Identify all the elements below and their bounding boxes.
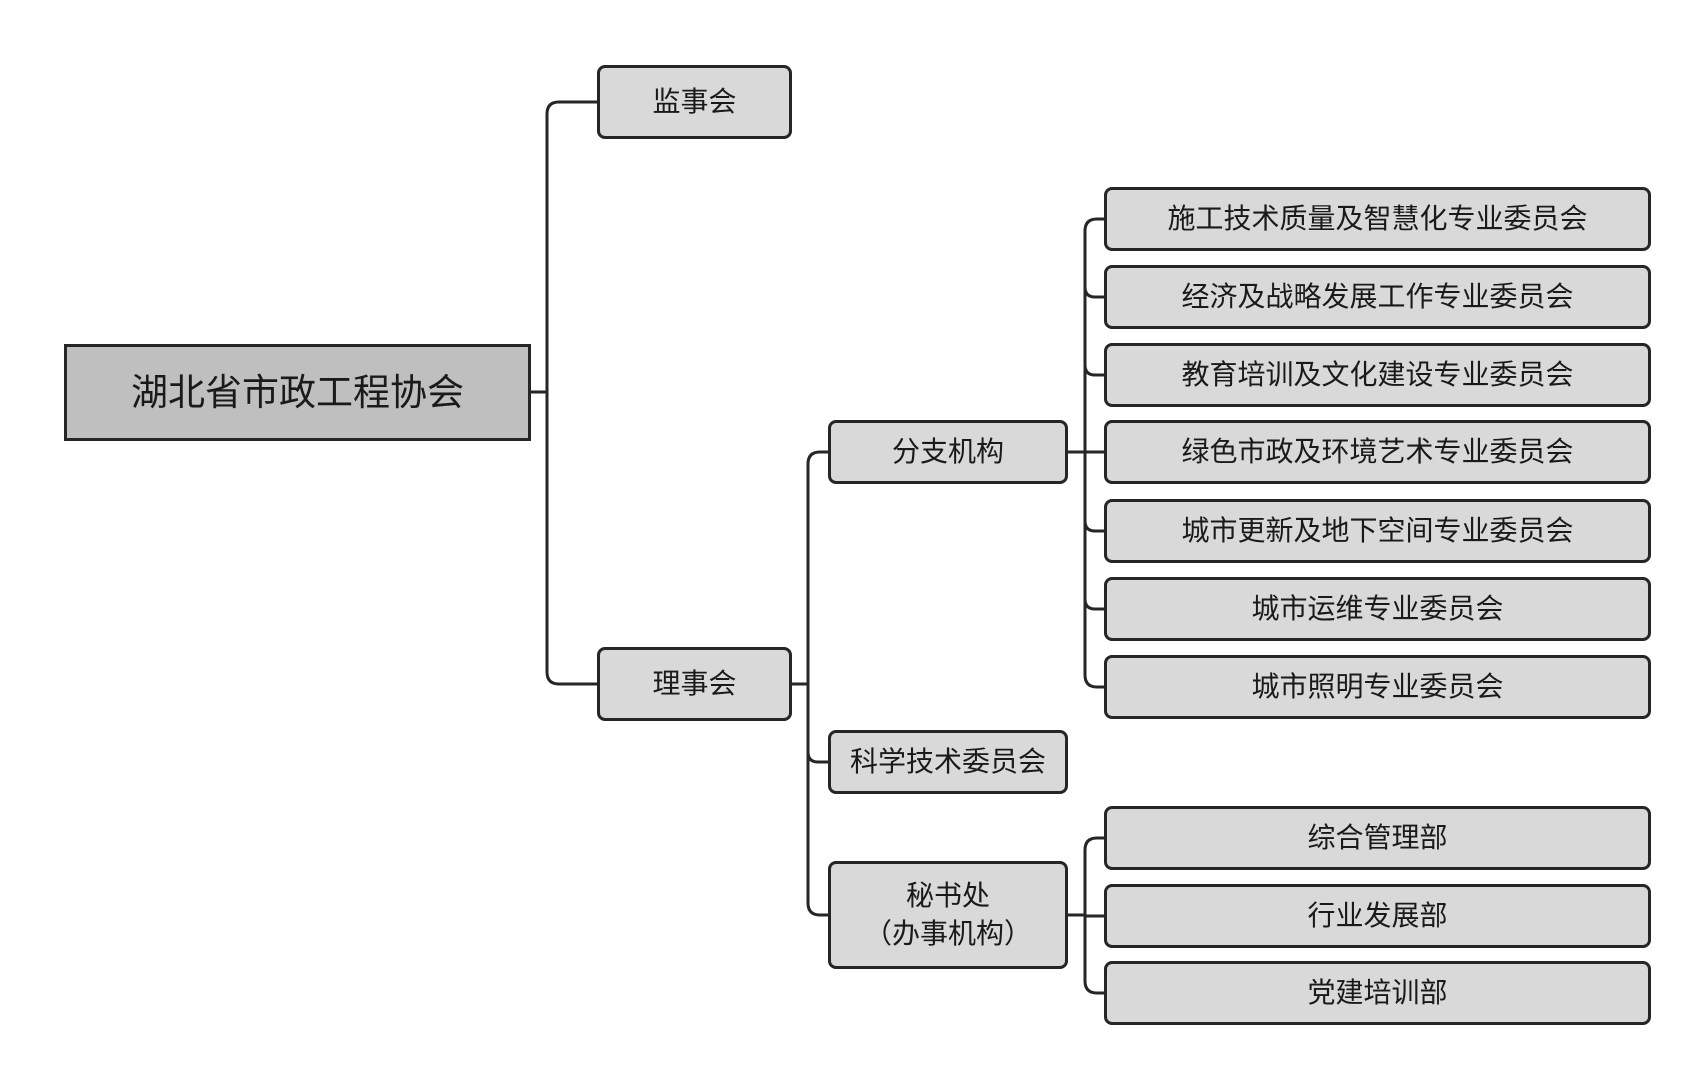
secretariat-node: 秘书处 （办事机构） bbox=[828, 861, 1068, 969]
secretariat-label-line1: 秘书处 bbox=[905, 879, 990, 913]
council-node: 理事会 bbox=[597, 647, 792, 721]
branch-committee-node: 城市照明专业委员会 bbox=[1104, 655, 1651, 719]
root-node: 湖北省市政工程协会 bbox=[64, 344, 531, 441]
branch-committee-label: 城市更新及地下空间专业委员会 bbox=[1181, 514, 1574, 548]
branch-committee-label: 施工技术质量及智慧化专业委员会 bbox=[1167, 202, 1588, 236]
secretariat-department-label: 行业发展部 bbox=[1307, 899, 1448, 933]
secretariat-department-node: 行业发展部 bbox=[1104, 884, 1651, 948]
secretariat-label-line2: （办事机构） bbox=[863, 917, 1032, 950]
branch-committee-node: 经济及战略发展工作专业委员会 bbox=[1104, 265, 1651, 329]
branch-committee-label: 绿色市政及环境艺术专业委员会 bbox=[1181, 435, 1574, 469]
branches-node: 分支机构 bbox=[828, 420, 1068, 484]
branch-committee-node: 城市运维专业委员会 bbox=[1104, 577, 1651, 641]
branch-committee-node: 绿色市政及环境艺术专业委员会 bbox=[1104, 420, 1651, 484]
connector-root-trunk bbox=[545, 100, 599, 686]
branch-committee-label: 经济及战略发展工作专业委员会 bbox=[1181, 280, 1574, 314]
branch-committee-label: 城市运维专业委员会 bbox=[1251, 592, 1504, 626]
branch-committee-label: 城市照明专业委员会 bbox=[1251, 670, 1504, 704]
secretariat-department-label: 综合管理部 bbox=[1307, 821, 1448, 855]
connector-branches-tee bbox=[1083, 363, 1106, 377]
science-committee-node: 科学技术委员会 bbox=[828, 730, 1068, 794]
branches-label: 分支机构 bbox=[891, 435, 1004, 469]
branch-committee-node: 教育培训及文化建设专业委员会 bbox=[1104, 343, 1651, 407]
branch-committee-label: 教育培训及文化建设专业委员会 bbox=[1181, 358, 1574, 392]
connector-branches-tee bbox=[1083, 597, 1106, 611]
connector-council-tee bbox=[806, 750, 830, 764]
secretariat-department-node: 党建培训部 bbox=[1104, 961, 1651, 1025]
council-label: 理事会 bbox=[652, 667, 737, 701]
connector-branches-tee bbox=[1083, 285, 1106, 299]
science-committee-label: 科学技术委员会 bbox=[849, 745, 1046, 779]
secretariat-department-label: 党建培训部 bbox=[1307, 976, 1448, 1010]
connector-council-trunk bbox=[806, 450, 830, 917]
supervisory-board-node: 监事会 bbox=[597, 65, 792, 139]
branch-committee-node: 城市更新及地下空间专业委员会 bbox=[1104, 499, 1651, 563]
branch-committee-node: 施工技术质量及智慧化专业委员会 bbox=[1104, 187, 1651, 251]
connector-branches-tee bbox=[1083, 519, 1106, 533]
root-node-label: 湖北省市政工程协会 bbox=[131, 370, 464, 414]
secretariat-department-node: 综合管理部 bbox=[1104, 806, 1651, 870]
supervisory-board-label: 监事会 bbox=[652, 85, 737, 119]
